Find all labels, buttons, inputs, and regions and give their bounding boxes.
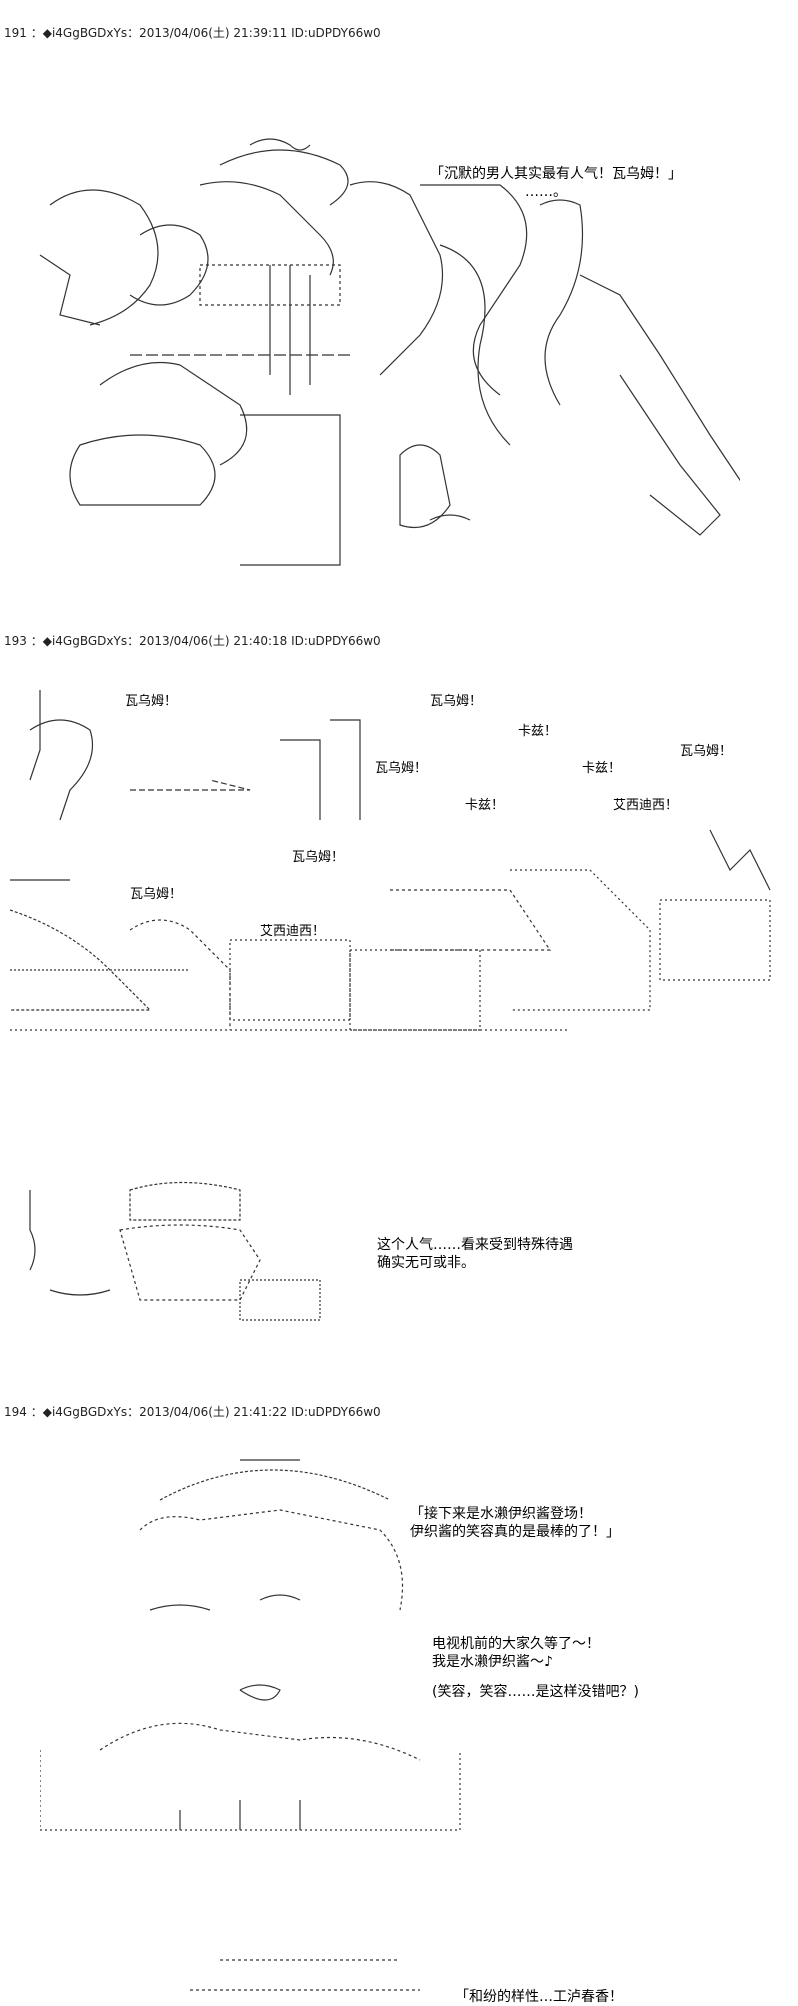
ascii-art-figures-191 bbox=[20, 125, 740, 585]
sfx-vaum-5: 瓦乌姆！ bbox=[292, 850, 345, 865]
dialogue-line: 确实无可或非。 bbox=[377, 1255, 475, 1271]
aside-191: ……。 bbox=[525, 183, 567, 201]
sfx-kaci-2: 卡兹！ bbox=[582, 761, 622, 776]
sfx-vaum-4: 瓦乌姆！ bbox=[375, 761, 428, 776]
ascii-art-character-193 bbox=[20, 1180, 350, 1330]
dialogue-191: 「沉默的男人其实最有人气！瓦乌姆！」 bbox=[430, 165, 682, 183]
dialogue-line: 「沉默的男人其实最有人气！瓦乌姆！」 bbox=[430, 166, 682, 182]
sfx-vaum-6: 瓦乌姆！ bbox=[130, 887, 183, 902]
ascii-art-iori-194 bbox=[40, 1450, 470, 1840]
dialogue-line: 电视机前的大家久等了～！ bbox=[432, 1636, 600, 1652]
dialogue-194-a: 「接下来是水濑伊织酱登场！ 伊织酱的笑容真的是最棒的了！」 bbox=[410, 1505, 620, 1541]
sfx-vaum-1: 瓦乌姆！ bbox=[125, 694, 178, 709]
dialogue-line: 「接下来是水濑伊织酱登场！ bbox=[410, 1506, 592, 1522]
dialogue-line: 我是水濑伊织酱～♪ bbox=[432, 1654, 553, 1670]
dialogue-line: 伊织酱的笑容真的是最棒的了！」 bbox=[410, 1524, 620, 1540]
dialogue-193: 这个人气……看来受到特殊待遇 确实无可或非。 bbox=[377, 1236, 573, 1272]
dialogue-line: 这个人气……看来受到特殊待遇 bbox=[377, 1237, 573, 1253]
sfx-esidesi-2: 艾西迪西！ bbox=[260, 924, 326, 939]
dialogue-next-partial: 「和纷的样性…工泸春香！ bbox=[455, 1988, 623, 2006]
aside-ellipsis: ……。 bbox=[525, 184, 567, 200]
sfx-vaum-3: 瓦乌姆！ bbox=[680, 744, 733, 759]
dialogue-194-c: (笑容，笑容……是这样没错吧？) bbox=[432, 1683, 639, 1701]
ascii-art-sfx-193 bbox=[10, 670, 790, 1130]
dialogue-194-b: 电视机前的大家久等了～！ 我是水濑伊织酱～♪ bbox=[432, 1635, 600, 1671]
post-header-191: 191 ：◆i4GgBGDxYs：2013/04/06(土) 21:39:11 … bbox=[4, 26, 381, 40]
dialogue-line: 「和纷的样性…工泸春香！ bbox=[455, 1989, 623, 2005]
sfx-kaci-1: 卡兹！ bbox=[518, 724, 558, 739]
post-header-194: 194 ：◆i4GgBGDxYs：2013/04/06(土) 21:41:22 … bbox=[4, 1405, 381, 1419]
sfx-vaum-2: 瓦乌姆！ bbox=[430, 694, 483, 709]
dialogue-line: (笑容，笑容……是这样没错吧？) bbox=[432, 1684, 639, 1700]
sfx-esidesi-1: 艾西迪西！ bbox=[613, 798, 679, 813]
post-header-193: 193 ：◆i4GgBGDxYs：2013/04/06(土) 21:40:18 … bbox=[4, 634, 381, 648]
ascii-art-partial-next bbox=[180, 1950, 430, 2000]
sfx-kaci-3: 卡兹！ bbox=[465, 798, 505, 813]
